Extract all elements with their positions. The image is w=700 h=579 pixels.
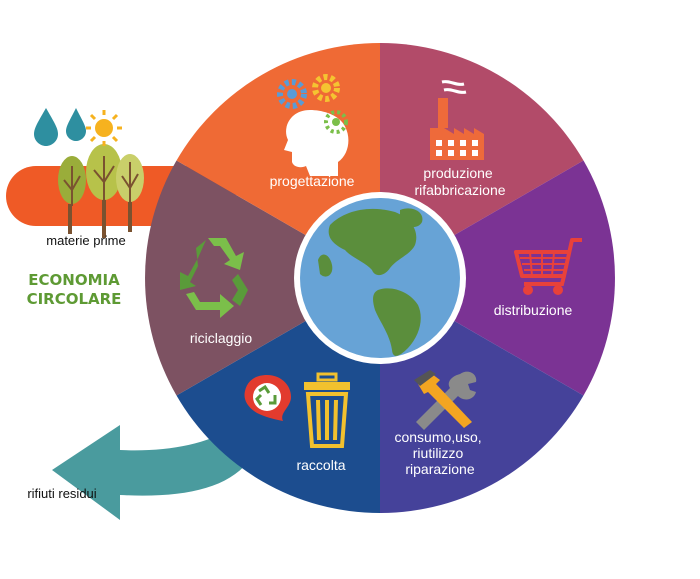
water-drop-icon (34, 108, 58, 146)
sun-icon (86, 110, 122, 146)
globe-icon (294, 192, 466, 364)
recycle-pin-icon (244, 375, 291, 421)
title-line-1: ECONOMIA (28, 271, 120, 289)
recycle-icon (180, 238, 248, 318)
water-drop-icon (66, 108, 86, 141)
waste-arrow-body (52, 425, 248, 520)
label-riciclaggio: riciclaggio (190, 330, 252, 346)
trees-icon (58, 144, 144, 238)
label-consumo: consumo,uso, riutilizzo riparazione (394, 429, 485, 477)
label-distribuzione: distribuzione (494, 302, 573, 318)
segment-raccolta (145, 160, 380, 396)
label-rifiuti-residui: rifiuti residui (27, 486, 96, 501)
head-gears-icon (277, 74, 349, 176)
trash-bin-icon (304, 372, 350, 448)
shopping-cart-icon (514, 238, 582, 295)
label-raccolta: raccolta (296, 457, 345, 473)
waste-arrow (52, 425, 248, 520)
wrench-hammer-icon (414, 370, 477, 430)
title-line-2: CIRCOLARE (27, 290, 122, 308)
label-materie-prime: materie prime (46, 233, 125, 248)
segment-produzione (380, 160, 615, 396)
label-produzione: produzione rifabbricazione (414, 165, 505, 198)
factory-icon (430, 80, 484, 160)
label-progettazione: progettazione (270, 173, 355, 189)
